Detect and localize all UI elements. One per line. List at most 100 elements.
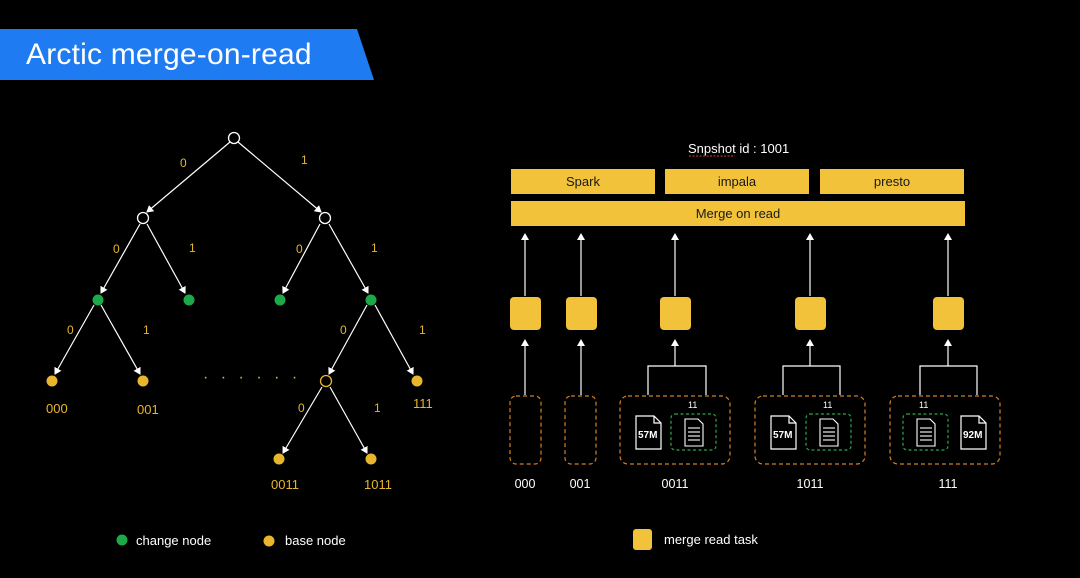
merge-read-task (566, 297, 597, 330)
legend: change node base node merge read task (116, 529, 758, 550)
change-file-box (670, 413, 717, 451)
edge-label: 1 (301, 153, 308, 167)
base-file-size: 92M (963, 430, 982, 441)
edge-ll-right (100, 304, 141, 375)
snapshot-label: Snpshot id : 1001 (688, 141, 789, 156)
change-node (92, 294, 104, 306)
change-tag: 11 (688, 400, 697, 410)
change-node (274, 294, 286, 306)
change-file-box (902, 413, 949, 451)
partition-label-1011: 1011 (797, 477, 824, 491)
edge-l1-left (100, 223, 141, 294)
edge-label: 0 (340, 323, 347, 337)
base-file-icon (770, 415, 797, 450)
change-file-boxes (670, 413, 949, 451)
base-file-size: 57M (638, 430, 657, 441)
partition-box-000 (509, 395, 542, 465)
base-node (411, 375, 423, 387)
engine-bar-spark (511, 169, 655, 194)
partition-label-001: 001 (570, 477, 591, 491)
partition-label-0011: 0011 (662, 477, 689, 491)
edge-r1-left (282, 223, 321, 294)
merge-read-task (933, 297, 964, 330)
partition-label-111: 111 (938, 477, 957, 491)
engine-bar-presto (820, 169, 964, 194)
engine-label-presto: presto (874, 174, 910, 189)
partition-labels: 000 001 0011 1011 111 (515, 477, 958, 491)
change-tag: 11 (919, 400, 928, 410)
edge-rr-left (328, 304, 368, 375)
root-node (227, 131, 241, 145)
merge-read-tasks (510, 297, 964, 330)
task-to-merge-arrows (521, 233, 952, 296)
change-tag: 11 (823, 400, 832, 410)
edge-r1-right (328, 223, 369, 294)
merge-on-read-bar (511, 201, 965, 226)
edge-label: 1 (419, 323, 426, 337)
edge-ll-left (54, 304, 95, 375)
partition-box-111 (889, 395, 1001, 465)
legend-base-node: base node (285, 533, 346, 548)
partition-label-000: 000 (515, 477, 536, 491)
change-file-box (805, 413, 852, 451)
edge-root-left (146, 141, 231, 213)
document-icon (916, 418, 936, 447)
tree-edge-labels: 0 1 0 1 0 1 0 1 0 1 0 1 (67, 153, 426, 415)
merge-read-task (660, 297, 691, 330)
partition-box-001 (564, 395, 597, 465)
base-node (46, 375, 58, 387)
edge-label: 1 (189, 241, 196, 255)
edge-rrl-left (282, 386, 323, 454)
partition-to-task-arrows (521, 339, 978, 395)
edge-label: 1 (371, 241, 378, 255)
base-file-size: 57M (773, 430, 792, 441)
engine-bars: Spark impala presto (511, 169, 964, 194)
partition-boxes (509, 395, 1001, 465)
engine-label-spark: Spark (566, 174, 600, 189)
internal-node (318, 211, 332, 225)
partition-box-1011 (754, 395, 866, 465)
merge-task-legend-icon (633, 529, 652, 550)
merge-read-task (795, 297, 826, 330)
engine-label-impala: impala (718, 174, 757, 189)
edge-label: 0 (296, 242, 303, 256)
edge-l1-right (146, 223, 186, 294)
title-banner (0, 29, 374, 80)
edge-label: 0 (298, 401, 305, 415)
document-icon (819, 418, 839, 447)
internal-node (136, 211, 150, 225)
base-file-icon (960, 415, 987, 450)
merge-read-task (510, 297, 541, 330)
base-node (137, 375, 149, 387)
edge-root-right (237, 141, 322, 213)
leaf-label-1011: 1011 (364, 477, 392, 492)
edge-label: 0 (180, 156, 187, 170)
edge-rr-right (374, 304, 414, 375)
edge-rrl-right (329, 386, 368, 454)
base-node (365, 453, 377, 465)
base-node-legend-icon (263, 535, 275, 547)
document-icon (684, 418, 704, 447)
edge-label: 1 (143, 323, 150, 337)
merge-on-read-label: Merge on read (696, 206, 781, 221)
tree-edges (54, 141, 414, 454)
ellipsis: · · · · · · (203, 369, 301, 386)
legend-merge-task: merge read task (664, 532, 758, 547)
change-node (183, 294, 195, 306)
base-file-icon (635, 415, 662, 450)
base-node (273, 453, 285, 465)
page-title: Arctic merge-on-read (26, 38, 312, 71)
engine-bar-impala (665, 169, 809, 194)
leaf-label-000: 000 (46, 401, 68, 416)
leaf-label-0011: 0011 (271, 477, 299, 492)
tree-nodes (46, 131, 423, 465)
change-node-legend-icon (116, 534, 128, 546)
leaf-label-001: 001 (137, 402, 159, 417)
leaf-label-111: 111 (413, 396, 433, 411)
partition-box-0011 (619, 395, 731, 465)
edge-label: 0 (113, 242, 120, 256)
change-node (365, 294, 377, 306)
legend-change-node: change node (136, 533, 211, 548)
edge-label: 0 (67, 323, 74, 337)
